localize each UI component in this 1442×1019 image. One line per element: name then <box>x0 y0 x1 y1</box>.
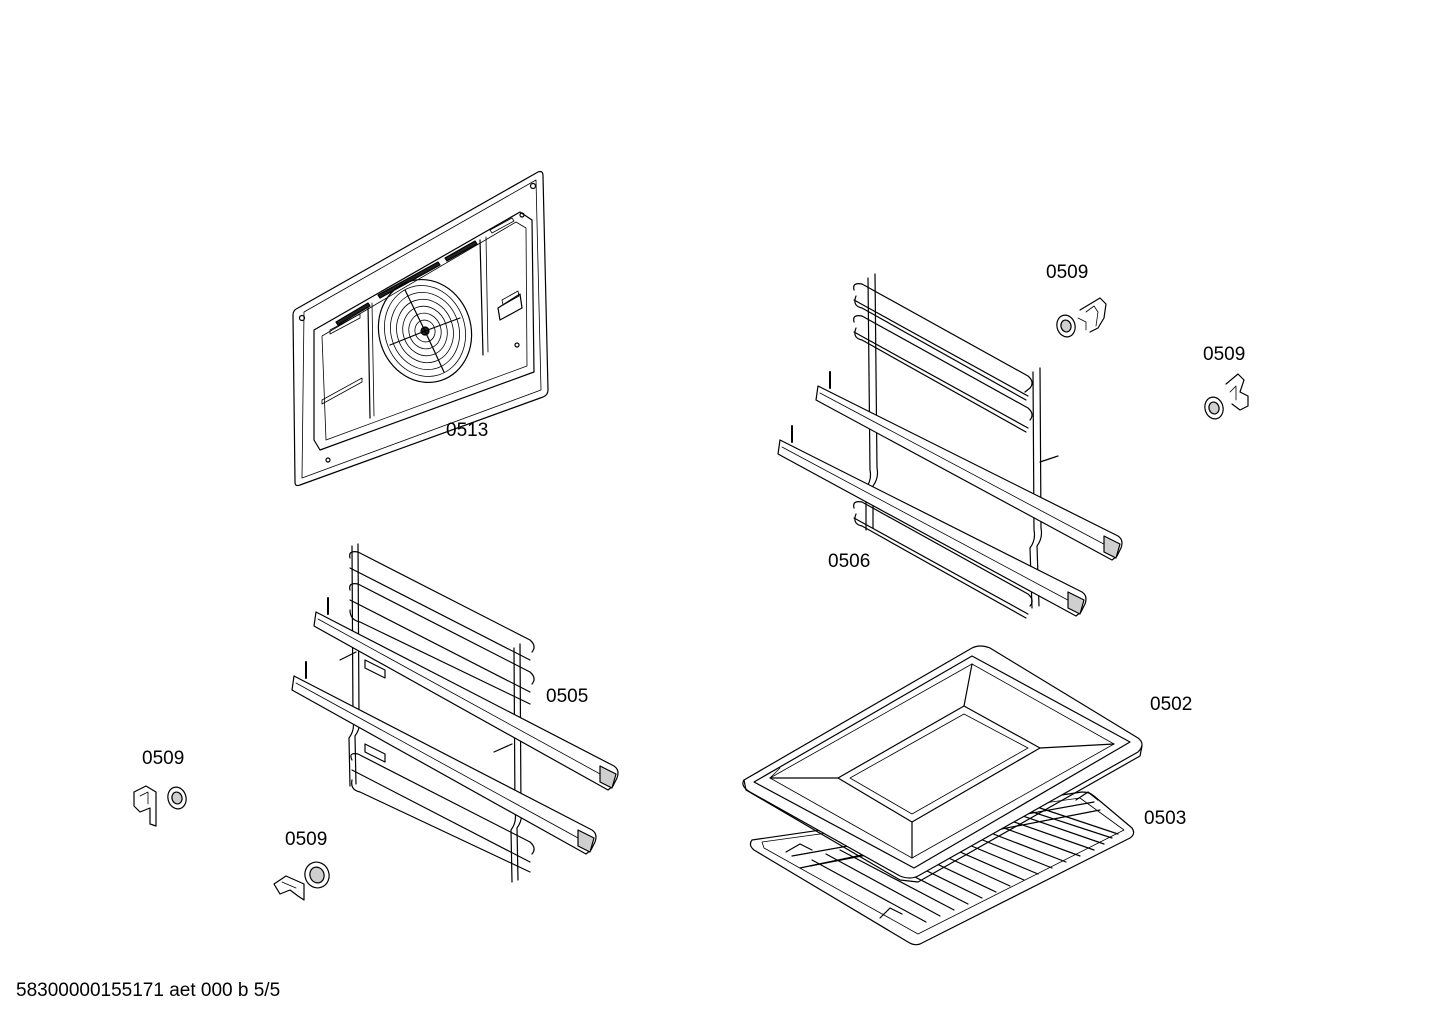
part-label-shelf-support-right: 0506 <box>828 551 870 572</box>
part-label-wire-rack: 0503 <box>1144 808 1186 829</box>
part-label-baking-tray: 0502 <box>1150 694 1192 715</box>
shelf-support-right-drawing <box>777 273 1123 619</box>
clip-bottom-1-drawing <box>133 785 187 827</box>
part-label-clip-bottom-2: 0509 <box>285 829 327 850</box>
clip-top-2-drawing <box>1204 373 1249 420</box>
clip-bottom-2-drawing <box>273 861 330 901</box>
part-label-clip-top-1: 0509 <box>1046 262 1088 283</box>
drawing-reference-footer: 58300000155171 aet 000 b 5/5 <box>16 980 281 1001</box>
shelf-support-left-drawing <box>291 543 619 883</box>
part-label-shelf-support-left: 0505 <box>546 686 588 707</box>
clip-top-1-drawing <box>1056 297 1107 338</box>
part-label-clip-bottom-1: 0509 <box>142 748 184 769</box>
baking-tray-drawing <box>742 645 1143 883</box>
part-label-clip-top-2: 0509 <box>1203 344 1245 365</box>
back-panel-drawing <box>292 170 549 487</box>
part-label-back-panel: 0513 <box>446 420 488 441</box>
